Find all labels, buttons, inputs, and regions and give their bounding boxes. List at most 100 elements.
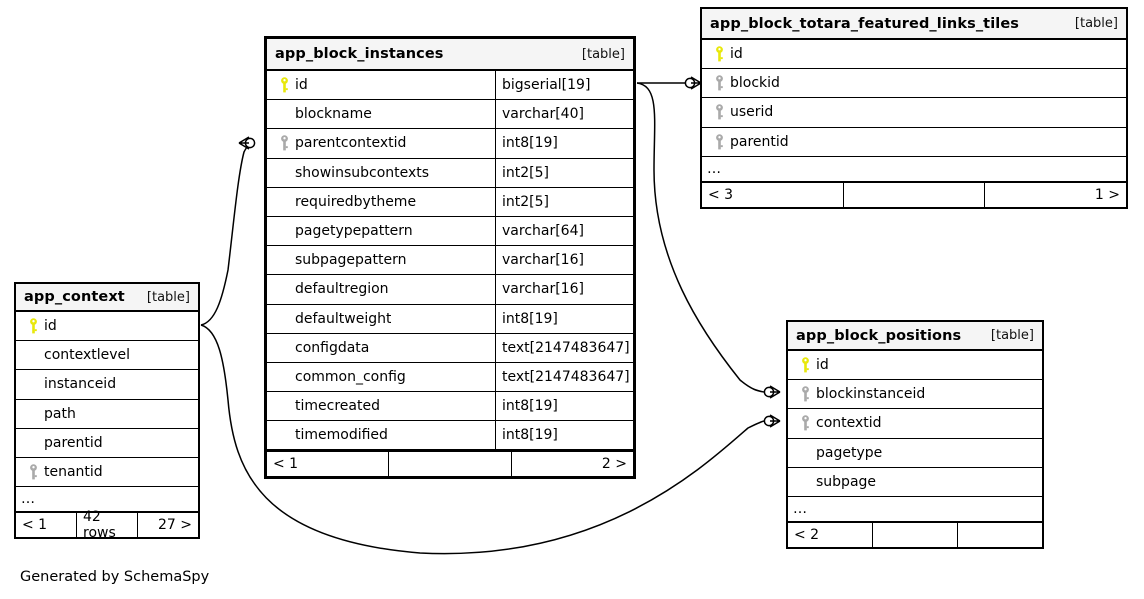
column-name-cell: common_config	[267, 369, 495, 385]
footer-cell[interactable]: 2 >	[601, 456, 627, 473]
column-row[interactable]: path	[16, 400, 198, 429]
column-label: pagetype	[816, 444, 883, 461]
column-label: timemodified	[295, 427, 388, 444]
footer-cell[interactable]	[873, 522, 958, 547]
table-name: app_context	[24, 289, 125, 305]
table-app_block_positions[interactable]: app_block_positions [table] id blockinstanc…	[786, 320, 1044, 549]
column-name-cell: subpage	[788, 474, 1042, 490]
key-icon-foreign	[794, 386, 816, 402]
relationship-line	[200, 143, 253, 326]
column-row[interactable]: tenantid	[16, 458, 198, 488]
column-label: timecreated	[295, 398, 380, 415]
table-name: app_block_totara_featured_links_tiles	[710, 15, 1020, 32]
table-name: app_block_positions	[796, 327, 962, 344]
column-row[interactable]: id	[788, 351, 1042, 381]
zero-cardinality-marker	[763, 386, 775, 398]
table-footer-app_block_positions: < 2	[788, 520, 1042, 547]
more-columns-indicator: …	[793, 500, 808, 517]
column-name-cell: path	[16, 406, 198, 422]
column-type-cell: varchar[16]	[495, 246, 633, 275]
column-row[interactable]: blockid	[702, 69, 1126, 99]
column-row[interactable]: pagetype	[788, 439, 1042, 468]
footer-cell[interactable]	[389, 452, 512, 477]
column-label: common_config	[295, 368, 406, 385]
column-row[interactable]: userid	[702, 98, 1126, 128]
column-name-cell: timemodified	[267, 427, 495, 443]
column-row[interactable]: instanceid	[16, 370, 198, 400]
crows-foot-marker	[769, 414, 781, 428]
footer-cell[interactable]	[844, 182, 986, 207]
footer-cell[interactable]: < 3	[702, 182, 844, 207]
column-label: pagetypepattern	[295, 223, 413, 240]
column-row[interactable]: subpage	[788, 468, 1042, 497]
column-row[interactable]: contextid	[788, 409, 1042, 439]
zero-cardinality-marker	[684, 77, 696, 89]
column-label: blockinstanceid	[816, 386, 926, 403]
column-type-cell: varchar[40]	[495, 100, 633, 129]
footer-cell[interactable]: < 1	[267, 452, 390, 477]
column-row[interactable]: blockname varchar[40]	[267, 100, 633, 130]
column-row[interactable]: timemodified int8[19]	[267, 421, 633, 451]
table-app_block_totara_featured_links_tiles[interactable]: app_block_totara_featured_links_tiles [ta…	[700, 7, 1128, 209]
key-icon-foreign	[794, 415, 816, 431]
column-label: requiredbytheme	[295, 193, 417, 210]
table-type-tag: [table]	[990, 328, 1034, 343]
column-row[interactable]: timecreated int8[19]	[267, 392, 633, 422]
table-footer-app_block_instances: < 1 2 >	[267, 450, 633, 477]
column-type-cell: int8[19]	[495, 392, 633, 421]
footer-cell[interactable]: 1 >	[1094, 186, 1121, 203]
column-row[interactable]: id	[16, 312, 198, 342]
key-icon-primary	[273, 77, 295, 93]
column-row[interactable]: parentid	[702, 128, 1126, 157]
table-type-tag: [table]	[146, 289, 190, 305]
column-label: path	[44, 405, 76, 422]
more-columns-indicator: …	[21, 491, 36, 508]
column-type-cell: int8[19]	[495, 421, 633, 450]
table-app_context[interactable]: app_context [table] id contextlevel instance…	[14, 282, 200, 541]
column-type-cell: varchar[16]	[495, 275, 633, 304]
column-row[interactable]: id	[702, 40, 1126, 70]
key-icon-foreign	[273, 135, 295, 151]
column-name-cell: showinsubcontexts	[267, 165, 495, 181]
column-label: subpage	[816, 473, 877, 490]
column-label: configdata	[295, 339, 370, 356]
column-label: id	[816, 357, 829, 374]
column-label: blockname	[295, 106, 372, 123]
column-row[interactable]: parentid	[16, 429, 198, 458]
column-name-cell: parentcontextid	[267, 135, 495, 151]
column-name-cell: subpagepattern	[267, 252, 495, 268]
table-type-tag: [table]	[1074, 16, 1118, 31]
column-label: parentid	[44, 434, 103, 451]
footer-cell[interactable]: < 1	[16, 513, 77, 538]
column-label: userid	[730, 104, 774, 121]
column-name-cell: id	[16, 318, 198, 334]
column-name-cell: timecreated	[267, 398, 495, 414]
column-type-cell: int8[19]	[495, 304, 633, 333]
footer-cell[interactable]: 42 rows	[77, 509, 138, 541]
column-name-cell: pagetypepattern	[267, 223, 495, 239]
footer-cell[interactable]: 27 >	[158, 517, 192, 534]
column-name-cell: id	[788, 357, 1042, 373]
column-row[interactable]: blockinstanceid	[788, 380, 1042, 410]
key-icon-foreign	[708, 133, 730, 150]
table-name: app_block_instances	[275, 46, 444, 62]
column-row[interactable]: contextlevel	[16, 341, 198, 371]
column-label: id	[44, 318, 57, 335]
column-label: contextlevel	[44, 347, 131, 364]
key-icon-primary	[794, 357, 816, 373]
footer-cell[interactable]: < 2	[788, 522, 873, 547]
footer-cell[interactable]	[958, 523, 1042, 547]
